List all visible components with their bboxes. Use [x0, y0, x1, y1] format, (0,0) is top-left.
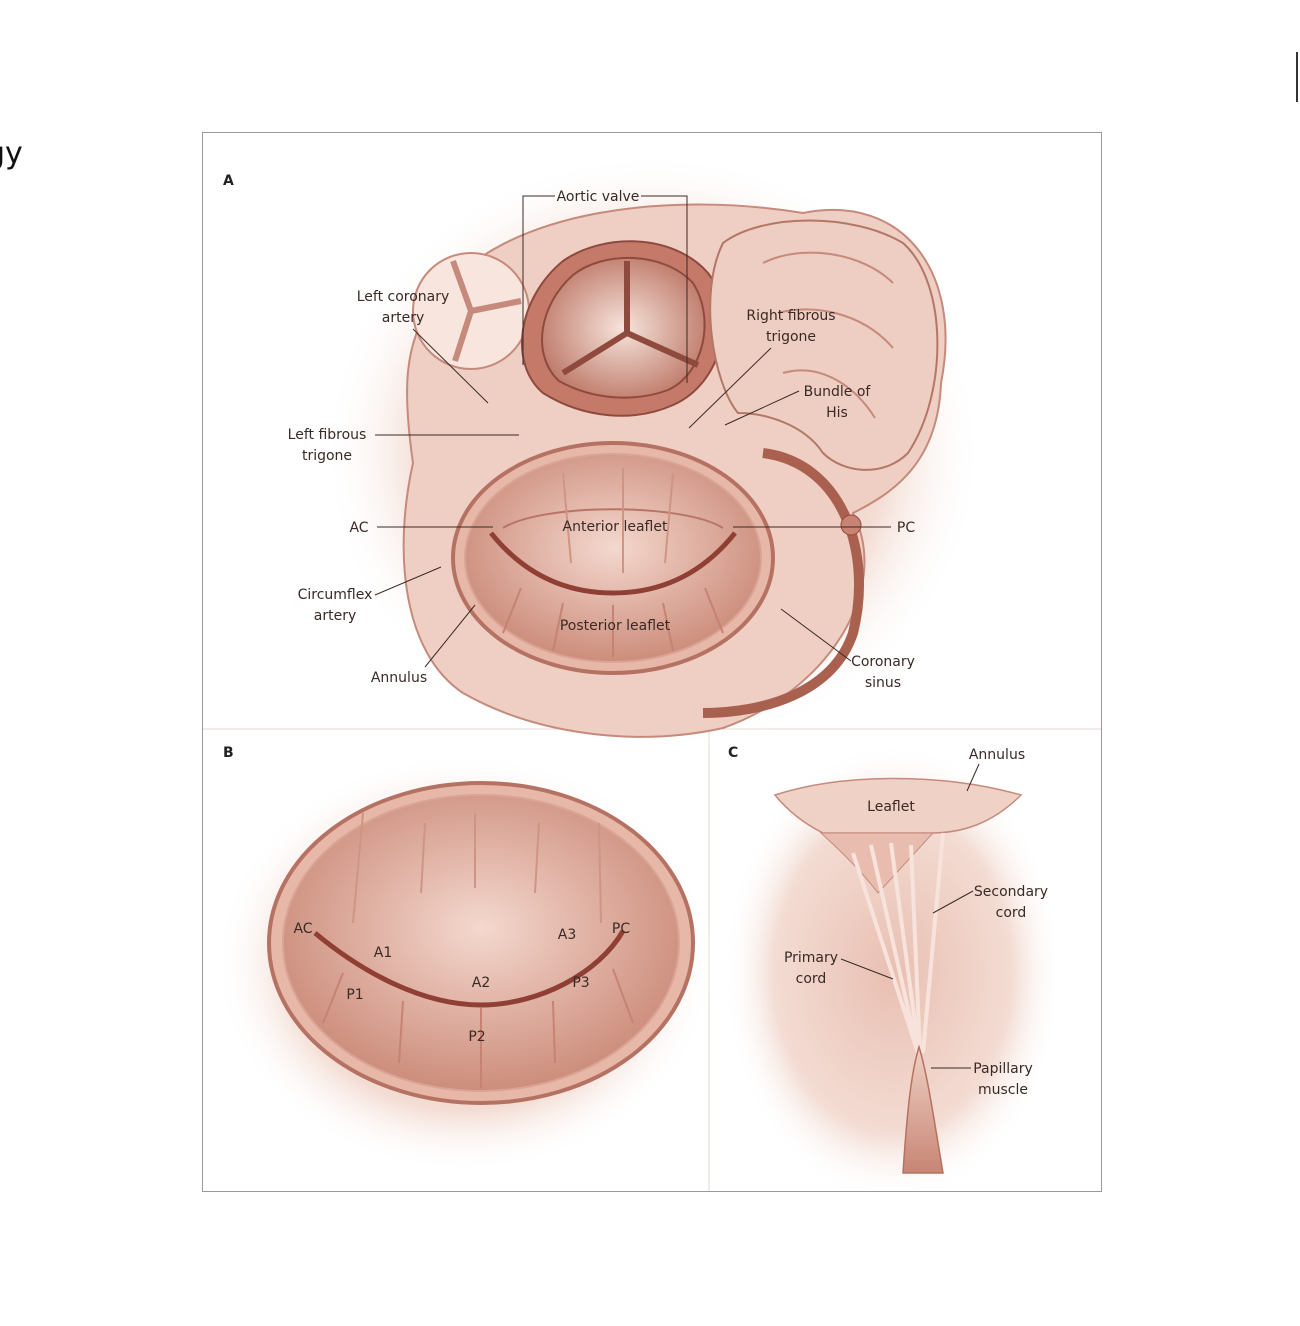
label-circumflex-1: Circumflex: [298, 587, 373, 603]
circumflex-leader: [374, 566, 442, 596]
label-b-p2: P2: [468, 1029, 485, 1045]
label-a-ac: AC: [349, 520, 368, 536]
label-left-fibrous-2: trigone: [302, 448, 352, 464]
coronary-sinus: [702, 448, 864, 718]
label-c-primary-2: cord: [796, 971, 827, 987]
label-b-ac: AC: [293, 921, 312, 937]
mitral-valve-figure: A Aortic valve Left coronary artery Righ…: [202, 132, 1102, 1192]
label-c-secondary-1: Secondary: [974, 884, 1048, 900]
left-coronary-leader: [412, 328, 489, 404]
label-posterior-leaflet: Posterior leaflet: [560, 618, 671, 634]
coronary-sinus-ostium: [840, 514, 862, 536]
tricuspid-region: [709, 219, 939, 471]
b-anterior-scallop-lines: [352, 812, 602, 924]
mitral-valve-annulus: [451, 441, 775, 675]
label-anterior-leaflet: Anterior leaflet: [563, 519, 668, 535]
clipped-edge-text: gy: [0, 136, 23, 171]
c-chordae: [851, 832, 945, 1054]
right-fibrous-leader: [688, 347, 772, 429]
label-c-leaflet: Leaflet: [867, 799, 915, 815]
panel-c-background: [723, 743, 1063, 1191]
panel-c-letter: C: [728, 745, 738, 761]
b-leaflets: [282, 794, 680, 1092]
label-aortic-valve: Aortic valve: [557, 189, 640, 205]
label-coronary-sinus-2: sinus: [865, 675, 901, 691]
panel-a: A Aortic valve Left coronary artery Righ…: [223, 153, 983, 753]
a-annulus-leader: [424, 604, 476, 668]
left-coronary-artery: [412, 252, 530, 370]
label-b-p1: P1: [346, 987, 363, 1003]
label-c-secondary-2: cord: [996, 905, 1027, 921]
aortic-valve: [521, 240, 725, 417]
label-c-primary-1: Primary: [784, 950, 838, 966]
c-leaflet: [773, 777, 1023, 834]
label-bundle-2: His: [826, 405, 848, 421]
b-coaptation-line: [313, 929, 626, 1008]
label-b-a2: A2: [472, 975, 490, 991]
label-left-coronary-1: Left coronary: [357, 289, 450, 305]
label-a-pc: PC: [897, 520, 915, 536]
panel-c: C Annulus Leaflet Secondary cord Primary…: [723, 743, 1063, 1191]
bundle-leader: [724, 390, 800, 426]
aortic-valve-leader: [522, 195, 688, 383]
edge-divider: [1296, 52, 1298, 102]
label-left-coronary-2: artery: [382, 310, 424, 326]
panel-b-letter: B: [223, 745, 234, 761]
label-right-fibrous-1: Right fibrous: [746, 308, 835, 324]
b-posterior-scallop-lines: [322, 968, 634, 1088]
label-b-a3: A3: [558, 927, 576, 943]
label-left-fibrous-1: Left fibrous: [288, 427, 367, 443]
c-primary-leader: [840, 958, 894, 980]
label-a-annulus: Annulus: [371, 670, 427, 686]
label-circumflex-2: artery: [314, 608, 356, 624]
label-right-fibrous-2: trigone: [766, 329, 816, 345]
coronary-sinus-leader: [780, 608, 852, 662]
panel-b: B AC PC A1 A2 A3 P1 P2 P3: [215, 745, 715, 1173]
label-c-annulus: Annulus: [969, 747, 1025, 763]
label-bundle-1: Bundle of: [804, 384, 872, 400]
label-c-papillary-1: Papillary: [973, 1061, 1033, 1077]
c-papillary-muscle: [902, 1044, 944, 1174]
label-b-a1: A1: [374, 945, 392, 961]
figure-svg: A Aortic valve Left coronary artery Righ…: [203, 153, 1101, 1191]
c-secondary-leader: [932, 890, 974, 914]
label-coronary-sinus-1: Coronary: [851, 654, 915, 670]
label-b-p3: P3: [572, 975, 589, 991]
panel-a-letter: A: [223, 173, 234, 189]
label-b-pc: PC: [612, 921, 630, 937]
label-c-papillary-2: muscle: [978, 1082, 1028, 1098]
c-annulus-leader: [966, 763, 980, 792]
